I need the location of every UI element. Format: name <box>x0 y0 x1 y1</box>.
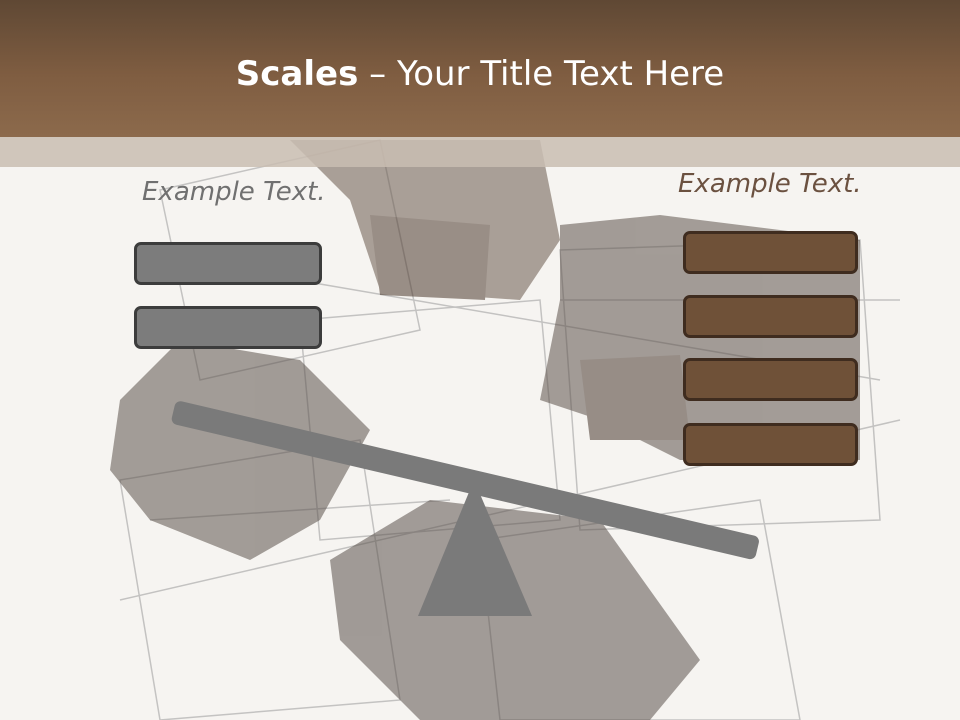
left-example-text: Example Text. <box>142 177 326 207</box>
right-box-4[interactable] <box>683 423 858 466</box>
title-bar: Scales – Your Title Text Here <box>0 0 960 137</box>
right-box-3[interactable] <box>683 358 858 401</box>
right-example-text: Example Text. <box>678 169 862 199</box>
right-box-2[interactable] <box>683 295 858 338</box>
left-box-2[interactable] <box>134 306 322 349</box>
title-bold: Scales <box>235 54 359 94</box>
right-box-1[interactable] <box>683 231 858 274</box>
header-strip <box>0 137 960 167</box>
title-rest: – Your Title Text Here <box>358 54 725 94</box>
scale-fulcrum-triangle <box>418 480 532 616</box>
page-title: Scales – Your Title Text Here <box>0 52 960 96</box>
left-box-1[interactable] <box>134 242 322 285</box>
